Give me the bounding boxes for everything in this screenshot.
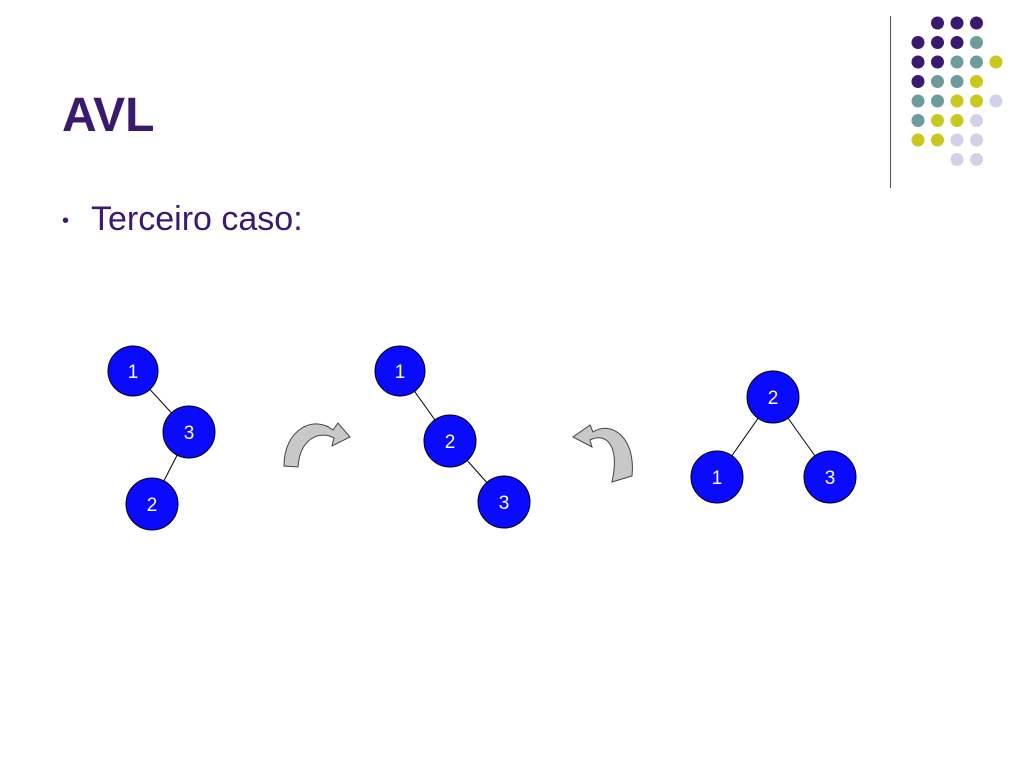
decorative-dot (950, 36, 964, 49)
tree-node: 2 (125, 477, 179, 531)
node-label: 1 (712, 468, 723, 489)
tree-before: 1 3 2 (107, 345, 216, 531)
decorative-dot (950, 16, 964, 30)
decorative-dot (970, 153, 983, 166)
decorative-dot (989, 55, 1003, 69)
decorative-dot (931, 94, 944, 108)
decorative-dot (911, 114, 925, 127)
node-label: 1 (395, 362, 406, 383)
decorative-dot (970, 55, 983, 69)
tree-node: 1 (107, 345, 159, 397)
decorative-dot (989, 94, 1003, 108)
node-label: 2 (768, 388, 779, 409)
tree-node: 3 (803, 450, 857, 504)
decorative-dot (970, 114, 983, 127)
rotate-right-arrow-icon (283, 422, 351, 468)
slide-title: AVL (62, 89, 155, 142)
decorative-dot (931, 75, 944, 88)
tree-node: 3 (477, 475, 531, 529)
node-label: 1 (128, 362, 139, 383)
tree-node: 1 (690, 450, 744, 504)
tree-node: 3 (162, 405, 216, 459)
node-label: 2 (445, 432, 456, 453)
decorative-dot (931, 36, 944, 49)
rotate-left-arrow-icon (572, 424, 633, 483)
decorative-dot (931, 133, 944, 147)
decorative-dot (970, 133, 983, 147)
tree-after: 2 1 3 (690, 370, 857, 504)
decorative-dot-grid (911, 16, 1003, 166)
decorative-dot (911, 55, 925, 69)
decorative-dot (931, 55, 944, 69)
decorative-dot (950, 55, 964, 69)
bullet-text: Terceiro caso: (91, 200, 303, 238)
tree-intermediate: 1 2 3 (374, 345, 531, 529)
decorative-dot (950, 94, 964, 108)
decorative-dot (970, 75, 983, 88)
decorative-dot (911, 133, 925, 147)
decorative-dot (911, 36, 925, 49)
node-label: 3 (184, 423, 195, 444)
tree-node: 2 (423, 414, 477, 468)
decorative-dot (950, 153, 964, 166)
decorative-dot (950, 114, 964, 127)
decorative-dot (911, 75, 925, 88)
tree-node: 2 (746, 370, 800, 424)
node-label: 3 (825, 468, 836, 489)
decorative-dot (911, 94, 925, 108)
tree-node: 1 (374, 345, 426, 397)
decorative-dot (970, 16, 983, 30)
decorative-divider (890, 16, 891, 188)
node-label: 3 (499, 493, 510, 514)
node-label: 2 (147, 495, 158, 516)
decorative-dot (931, 16, 944, 30)
bullet-dot-icon: • (62, 210, 70, 232)
bullet-item: • Terceiro caso: (62, 200, 303, 239)
decorative-dot (931, 114, 944, 127)
decorative-dot (970, 94, 983, 108)
decorative-dot (950, 133, 964, 147)
decorative-dot (970, 36, 983, 49)
decorative-dot (950, 75, 964, 88)
